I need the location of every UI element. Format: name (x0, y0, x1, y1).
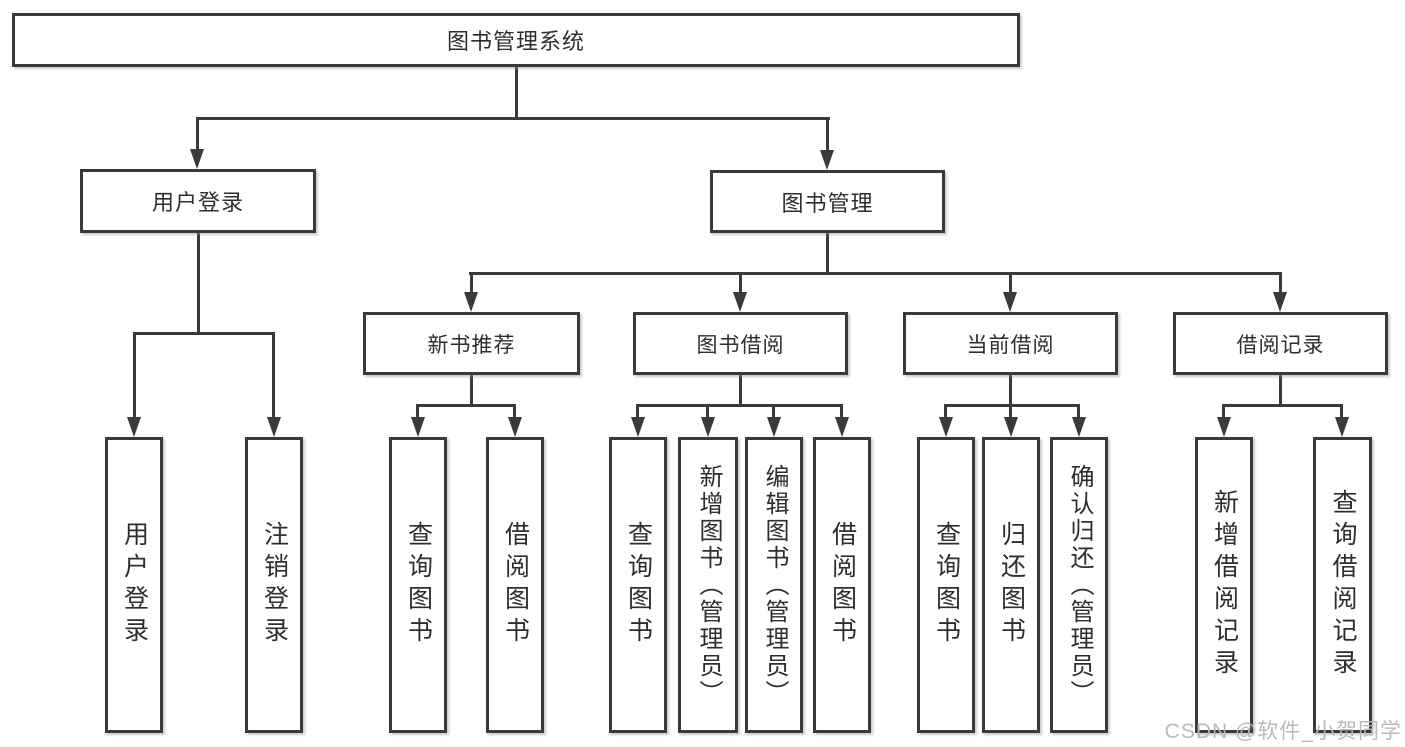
node-new-book-recommendation: 新书推荐 (363, 312, 580, 375)
node-label: 查询图书 (624, 521, 653, 649)
arrow-down-icon (1003, 292, 1017, 312)
node-label: 图书管理 (781, 190, 874, 216)
arrow-down-icon (1335, 417, 1349, 437)
connector-line (196, 117, 199, 149)
connector-line (515, 67, 518, 118)
connector-line (636, 404, 843, 407)
leaf-confirm-return-admin: 确认归还（管理员） (1050, 437, 1108, 733)
leaf-return-book: 归还图书 (982, 437, 1040, 733)
node-label: 当前借阅 (966, 333, 1055, 357)
connector-line (133, 332, 275, 335)
connector-line (1009, 272, 1012, 292)
connector-line (272, 332, 275, 417)
connector-line (944, 404, 1080, 407)
arrow-down-icon (127, 417, 141, 437)
arrow-down-icon (835, 417, 849, 437)
connector-line (1077, 404, 1080, 417)
leaf-add-borrow-record: 新增借阅记录 (1195, 437, 1253, 733)
connector-line (197, 233, 200, 333)
connector-line (1279, 375, 1282, 406)
node-library-system: 图书管理系统 (12, 13, 1020, 67)
node-label: 用户登录 (151, 190, 244, 215)
leaf-query-borrow-record: 查询借阅记录 (1313, 437, 1372, 733)
leaf-query-books-current: 查询图书 (917, 437, 975, 733)
node-label: 查询图书 (404, 521, 433, 649)
arrow-down-icon (1004, 417, 1018, 437)
node-book-management: 图书管理 (710, 170, 945, 233)
connector-line (1009, 404, 1012, 417)
node-label: 查询借阅记录 (1329, 489, 1357, 681)
arrow-down-icon (701, 417, 715, 437)
node-label: 用户登录 (120, 521, 149, 649)
arrow-down-icon (733, 292, 747, 312)
node-label: 归还图书 (997, 521, 1026, 649)
arrow-down-icon (939, 417, 953, 437)
node-label: 新增借阅记录 (1210, 489, 1239, 681)
node-label: 新书推荐 (427, 333, 516, 357)
leaf-add-book-admin: 新增图书（管理员） (678, 437, 738, 733)
watermark: CSDN @软件_小贺同学 (1164, 720, 1402, 743)
leaf-user-login: 用户登录 (105, 437, 163, 733)
node-label: 新增图书（管理员） (695, 463, 722, 707)
node-label: 确认归还（管理员） (1066, 463, 1093, 707)
node-borrowing-records: 借阅记录 (1173, 312, 1388, 375)
arrow-down-icon (1273, 292, 1287, 312)
connector-line (826, 233, 829, 274)
leaf-edit-book-admin: 编辑图书（管理员） (745, 437, 803, 733)
connector-line (133, 332, 136, 417)
connector-line (1222, 404, 1225, 417)
connector-line (470, 375, 473, 406)
arrow-down-icon (820, 150, 834, 170)
connector-line (826, 117, 829, 150)
leaf-query-books-borrowing: 查询图书 (609, 437, 667, 733)
connector-line (196, 117, 830, 120)
leaf-borrow-books-recommend: 借阅图书 (486, 437, 544, 733)
connector-line (416, 404, 419, 417)
arrow-down-icon (190, 149, 204, 169)
node-label: 编辑图书（管理员） (761, 463, 788, 707)
connector-line (1279, 272, 1282, 292)
node-user-login: 用户登录 (80, 169, 316, 233)
node-current-borrowing: 当前借阅 (903, 312, 1118, 375)
connector-line (1009, 375, 1012, 406)
arrow-down-icon (1217, 417, 1231, 437)
node-label: 借阅记录 (1236, 333, 1325, 357)
connector-line (513, 404, 516, 417)
node-label: 图书管理系统 (446, 29, 585, 54)
connector-line (470, 272, 473, 292)
node-label: 图书借阅 (696, 333, 785, 357)
connector-line (416, 404, 516, 407)
leaf-logout: 注销登录 (245, 437, 303, 733)
connector-line (706, 404, 709, 417)
leaf-borrow-books: 借阅图书 (813, 437, 871, 733)
arrow-down-icon (1072, 417, 1086, 437)
connector-line (739, 272, 742, 292)
connector-line (739, 375, 742, 406)
arrow-down-icon (267, 417, 281, 437)
arrow-down-icon (464, 292, 478, 312)
connector-line (944, 404, 947, 417)
arrow-down-icon (411, 417, 425, 437)
arrow-down-icon (508, 417, 522, 437)
arrow-down-icon (767, 417, 781, 437)
connector-line (1222, 404, 1343, 407)
connector-line (772, 404, 775, 417)
node-label: 借阅图书 (828, 521, 857, 649)
node-book-borrowing: 图书借阅 (633, 312, 848, 375)
leaf-query-books-recommend: 查询图书 (389, 437, 447, 733)
connector-line (469, 272, 1282, 275)
connector-line (636, 404, 639, 417)
arrow-down-icon (631, 417, 645, 437)
node-label: 查询图书 (932, 521, 961, 649)
node-label: 注销登录 (260, 521, 289, 649)
connector-line (840, 404, 843, 417)
node-label: 借阅图书 (501, 521, 530, 649)
connector-line (1340, 404, 1343, 417)
